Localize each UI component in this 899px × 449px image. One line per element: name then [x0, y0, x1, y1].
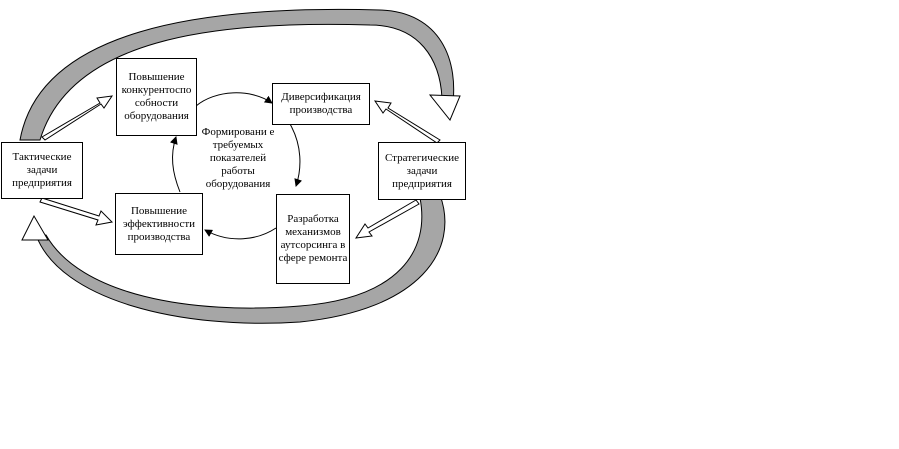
outsourcing-box: Разработка механизмов аутсорсинга в сфер… [276, 194, 350, 284]
strategic-tasks-box: Стратегические задачи предприятия [378, 142, 466, 200]
outer-bottom-arrowhead [21, 214, 49, 241]
center-label: Формировани е требуемых показателей рабо… [198, 126, 278, 191]
competitiveness-label: Повышение конкурентоспо собности оборудо… [121, 71, 192, 122]
tactical-tasks-label: Тактические задачи предприятия [12, 151, 72, 189]
cycle-arrow-2 [289, 123, 303, 187]
cycle-arrow-3 [204, 227, 277, 240]
outer-top-arc [19, 8, 455, 141]
outsourcing-label: Разработка механизмов аутсорсинга в сфер… [278, 213, 348, 264]
tactical-tasks-box: Тактические задачи предприятия [1, 142, 83, 199]
diversification-label: Диверсификация производства [281, 91, 361, 116]
cycle-arrow-1 [195, 92, 273, 107]
competitiveness-box: Повышение конкурентоспо собности оборудо… [116, 58, 197, 136]
diversification-box: Диверсификация производства [272, 83, 370, 125]
cycle-arrow-4 [169, 136, 181, 193]
outer-top-arrowhead [428, 94, 461, 121]
arrow-strategic-to-diversification [373, 100, 441, 144]
arrow-tactical-to-competitiveness [41, 95, 114, 141]
efficiency-label: Повышение эффективности производства [122, 204, 196, 243]
strategic-tasks-label: Стратегические задачи предприятия [384, 151, 459, 190]
arrow-strategic-to-outsourcing [355, 199, 420, 239]
outer-bottom-arc [35, 194, 446, 324]
efficiency-box: Повышение эффективности производства [115, 193, 203, 255]
center-label-text: Формировани е требуемых показателей рабо… [201, 126, 275, 190]
arrow-tactical-to-efficiency [39, 197, 114, 226]
